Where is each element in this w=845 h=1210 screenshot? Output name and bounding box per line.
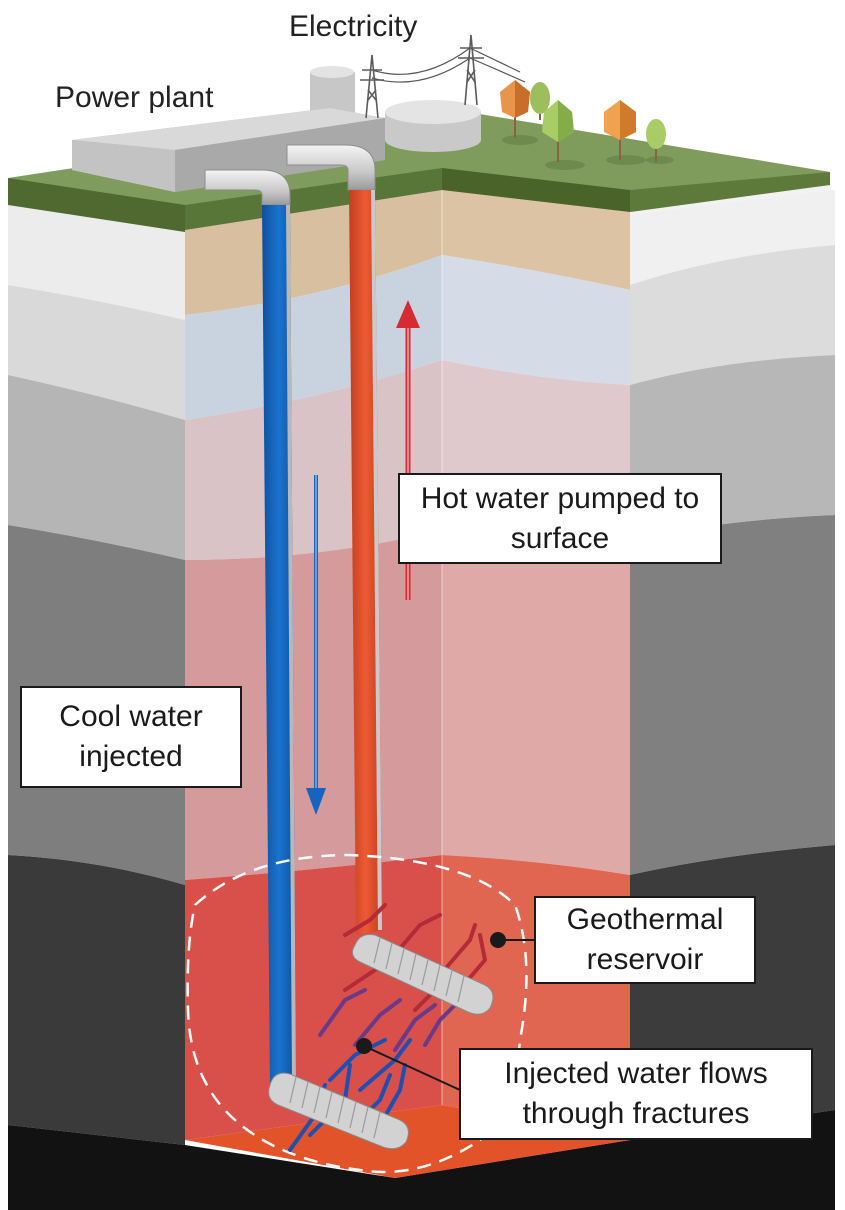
fractures-callout-line1: Injected water flows <box>504 1057 768 1091</box>
cool-water-callout-line1: Cool water <box>59 700 203 734</box>
reservoir-callout-line1: Geothermal <box>566 903 724 937</box>
reservoir-callout-line2: reservoir <box>586 943 704 976</box>
storage-tank-icon <box>385 100 481 152</box>
injection-lateral <box>268 1072 409 1150</box>
hot-water-callout-line2: surface <box>510 521 610 555</box>
production-lateral <box>351 934 494 1015</box>
cool-water-callout-line2: injected <box>79 740 183 773</box>
fractures-callout: Injected water flows through fractures <box>459 1048 813 1140</box>
reservoir-callout: Geothermal reservoir <box>534 896 756 984</box>
tree-icon <box>500 80 674 170</box>
hot-water-callout-line1: Hot water pumped to <box>420 481 700 515</box>
ground-surface <box>8 110 830 232</box>
fractures-callout-line2: through fractures <box>522 1097 750 1130</box>
electricity-label: Electricity <box>289 10 418 43</box>
reservoir-leader <box>490 932 535 948</box>
injection-well <box>204 169 296 1090</box>
hot-water-callout: Hot water pumped to surface <box>398 473 722 564</box>
transmission-tower-icon <box>360 34 484 119</box>
cool-water-arrow <box>306 475 326 815</box>
fractures-leader <box>356 1038 461 1091</box>
power-lines <box>371 47 526 83</box>
power-plant-label: Power plant <box>55 81 214 114</box>
production-well <box>286 144 382 935</box>
cool-water-callout: Cool water injected <box>20 686 242 788</box>
